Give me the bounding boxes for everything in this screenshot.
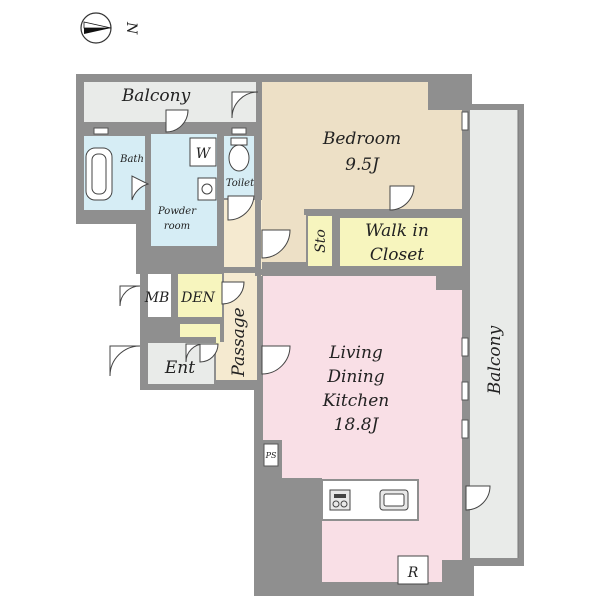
- powder-room-label-2: room: [164, 221, 190, 232]
- washer-space: [189, 137, 217, 167]
- north-arrow-icon: [84, 28, 111, 34]
- storage-sto: [308, 216, 332, 266]
- ldk-label-1: Living: [328, 343, 383, 363]
- ent-label: Ent: [164, 358, 195, 378]
- toilet-bowl: [228, 144, 250, 172]
- passage-label: Passage: [229, 307, 249, 377]
- den: [178, 274, 222, 318]
- bedroom: [262, 82, 462, 262]
- ldk-label-3: Kitchen: [322, 391, 389, 411]
- compass-n-label: N: [123, 21, 139, 35]
- washer-label: W: [196, 146, 212, 162]
- balcony-right-label: Balcony: [485, 325, 505, 395]
- window-marks: [93, 111, 469, 439]
- bedroom-label: Bedroom: [322, 129, 401, 149]
- toilet-label: Toilet: [226, 178, 255, 189]
- powder-room-label-1: Powder: [157, 206, 197, 217]
- pipe-space: [263, 443, 279, 467]
- ldk-label-2: Dining: [326, 367, 384, 387]
- walk-in-closet-label-1: Walk in: [365, 221, 429, 241]
- washbasin: [197, 177, 217, 201]
- cooktop: [329, 489, 351, 511]
- mb-closet: [148, 274, 172, 318]
- walk-in-closet-label-2: Closet: [370, 245, 424, 265]
- balcony-top-label: Balcony: [121, 86, 191, 106]
- ps-label: PS: [265, 451, 277, 460]
- balcony-right: [470, 110, 518, 558]
- bedroom-size: 9.5J: [345, 155, 380, 175]
- ldk-size: 18.8J: [334, 415, 380, 435]
- walk-in-closet: [340, 218, 462, 266]
- den-label: DEN: [180, 290, 215, 306]
- fridge-space: [397, 555, 429, 585]
- bath-label: Bath: [119, 154, 144, 165]
- sto-label: Sto: [313, 229, 329, 253]
- door-swings: [109, 91, 491, 511]
- fridge-label: R: [407, 565, 419, 581]
- mb-label: MB: [144, 290, 170, 306]
- compass: N: [80, 12, 139, 44]
